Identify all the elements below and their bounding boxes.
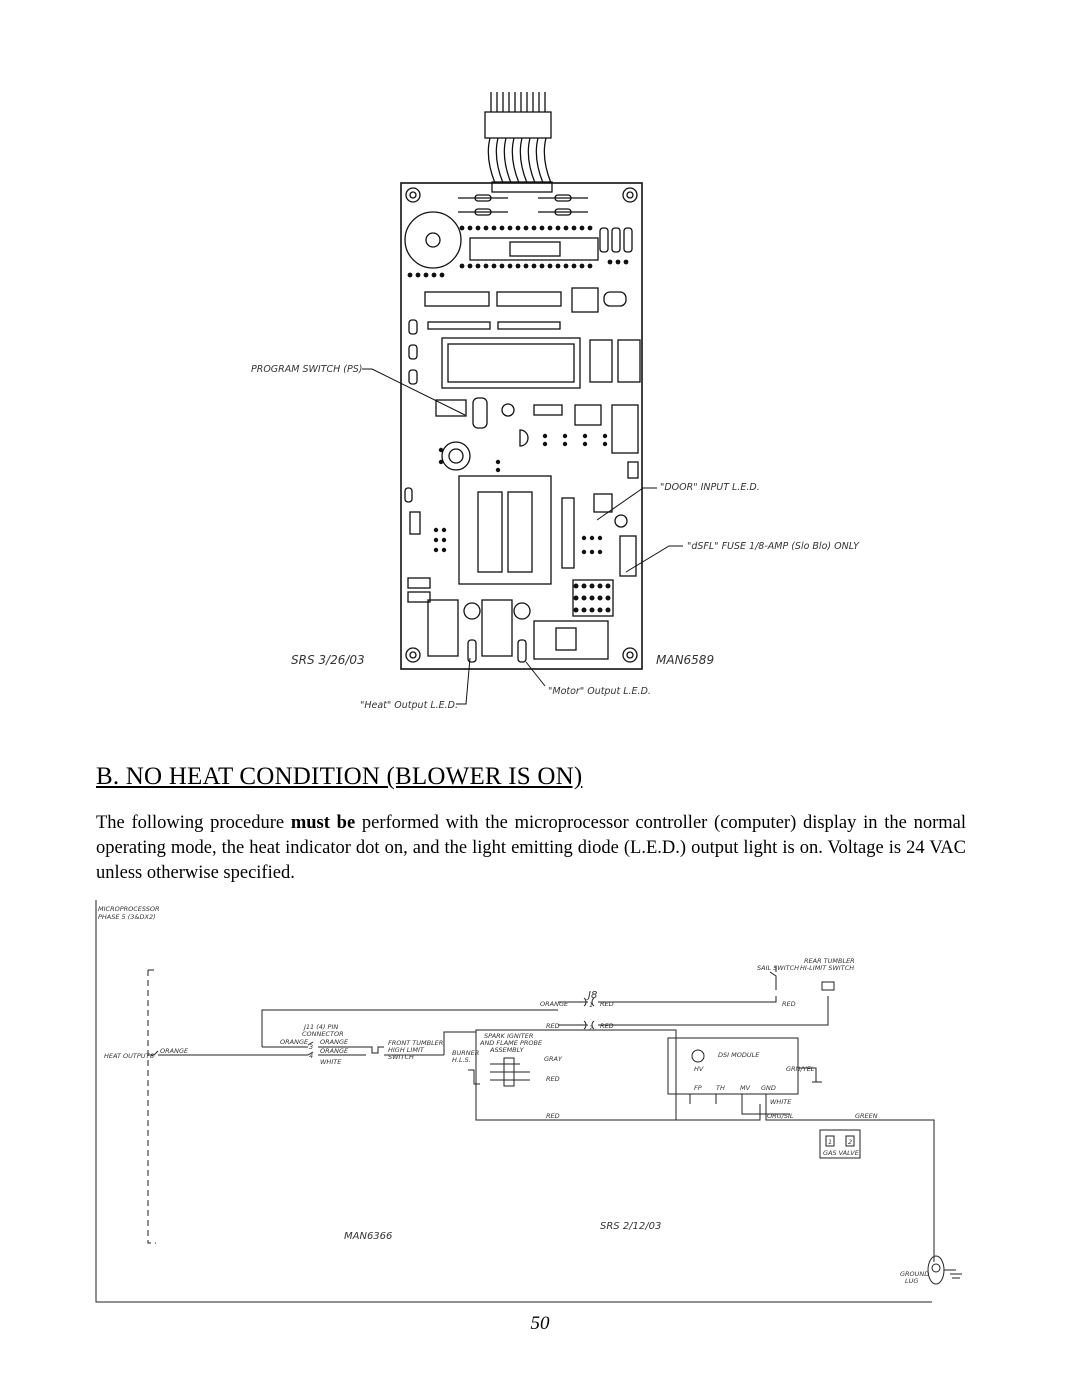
wd-hv: HV [694,1065,704,1073]
wd-orange-heat: ORANGE [160,1047,189,1055]
wd-spark-1: SPARK IGNITER [484,1032,533,1040]
wd-gv2: 2 [848,1138,852,1146]
wd-man-code: MAN6366 [344,1231,392,1242]
wd-gas-valve: GAS VALVE [823,1149,860,1157]
section-heading: B. NO HEAT CONDITION (BLOWER IS ON) [96,763,583,790]
controller-board-diagram: PROGRAM SWITCH (PS) "DOOR" INPUT L.E.D. … [251,92,860,711]
wd-microprocessor: MICROPROCESSOR [98,905,160,913]
wd-burner-1: BURNER [452,1049,479,1057]
intro-text-before: The following procedure [96,813,291,833]
wd-hls-2: HIGH LIMIT [388,1046,425,1054]
wd-j11-2: CONNECTOR [302,1030,344,1038]
wd-j8-pin2: 2 [589,1024,593,1032]
fuse-label: "dSFL" FUSE 1/8-AMP (Slo Blo) ONLY [687,541,860,552]
wd-red-j8a: RED [600,1000,614,1008]
wd-orange-j8: ORANGE [540,1000,569,1008]
wd-grn-yel: GRN/YEL [786,1065,815,1073]
wd-pin4: 4 [309,1052,313,1060]
wd-orange-j11-r2: ORANGE [320,1047,349,1055]
wd-heat-output: HEAT OUTPUT [104,1052,151,1060]
wd-gv1: 1 [828,1138,832,1146]
wd-red-bottom: RED [546,1112,560,1120]
program-switch-label: PROGRAM SWITCH (PS) [251,364,362,375]
dsi-module [667,1037,799,1095]
board-srs-date: SRS 3/26/03 [291,653,365,667]
wd-dsi-module: DSI MODULE [718,1051,760,1059]
wd-orange-j11-left: ORANGE [280,1038,309,1046]
wd-red-top: RED [782,1000,796,1008]
intro-paragraph: The following procedure must be performe… [96,811,966,886]
wiring-diagram: MICROPROCESSOR PHASE 5 (3&DX2) HEAT OUTP… [95,900,962,1303]
wd-heat-output-pin: 8 [150,1052,154,1060]
wd-fp: FP [694,1084,702,1092]
heat-led-label: "Heat" Output L.E.D. [360,700,458,711]
wd-red-j8b: RED [546,1022,560,1030]
wd-rear-tumbler-2: HI-LIMIT SWITCH [800,964,854,972]
wd-j11-1: J11 (4) PIN [302,1023,338,1031]
circuit-board [400,182,643,670]
door-led-label: "DOOR" INPUT L.E.D. [660,482,760,493]
wd-gnd: GND [761,1084,776,1092]
wd-hls-3: SWITCH [388,1053,414,1061]
wd-white-dsi: WHITE [770,1098,792,1106]
wd-burner-2: H.L.S. [452,1056,471,1064]
intro-emphasis: must be [290,813,356,833]
wd-pin3: 3 [309,1043,313,1051]
wd-spark-3: ASSEMBLY [489,1046,525,1054]
wd-th: TH [716,1084,725,1092]
board-man-code: MAN6589 [656,653,714,667]
wd-white-j11: WHITE [320,1058,342,1066]
motor-led-label: "Motor" Output L.E.D. [548,686,651,697]
wd-gray: GRAY [544,1055,563,1063]
wd-spark-2: AND FLAME PROBE [479,1039,543,1047]
wd-green: GREEN [855,1112,878,1120]
wd-sail-switch: SAIL SWITCH [757,964,799,972]
wd-srs-date: SRS 2/12/03 [600,1221,661,1232]
transformer [458,475,552,585]
wd-mv: MV [740,1084,751,1092]
lcd-display [441,337,581,389]
intro-text-after: performed with the microprocessor contro… [96,813,966,883]
gas-valve [819,1129,861,1159]
page-number: 50 [530,1313,550,1334]
wd-j8-pin1: 1 [589,1001,593,1009]
wd-hls-1: FRONT TUMBLER [388,1039,443,1047]
wd-ground-2: LUG [905,1277,918,1285]
wd-red-spark: RED [546,1075,560,1083]
wd-red-j8c: RED [600,1022,614,1030]
wd-j8: J8 [586,990,597,1001]
wd-orange-j11-r1: ORANGE [320,1038,349,1046]
wd-org-sil: ORG/SIL [767,1112,794,1120]
wd-ground-1: GROUND [900,1270,929,1278]
wd-phase: PHASE 5 (3&DX2) [98,913,156,921]
wd-rear-tumbler-1: REAR TUMBLER [804,957,855,965]
ribbon-connector [484,92,553,193]
